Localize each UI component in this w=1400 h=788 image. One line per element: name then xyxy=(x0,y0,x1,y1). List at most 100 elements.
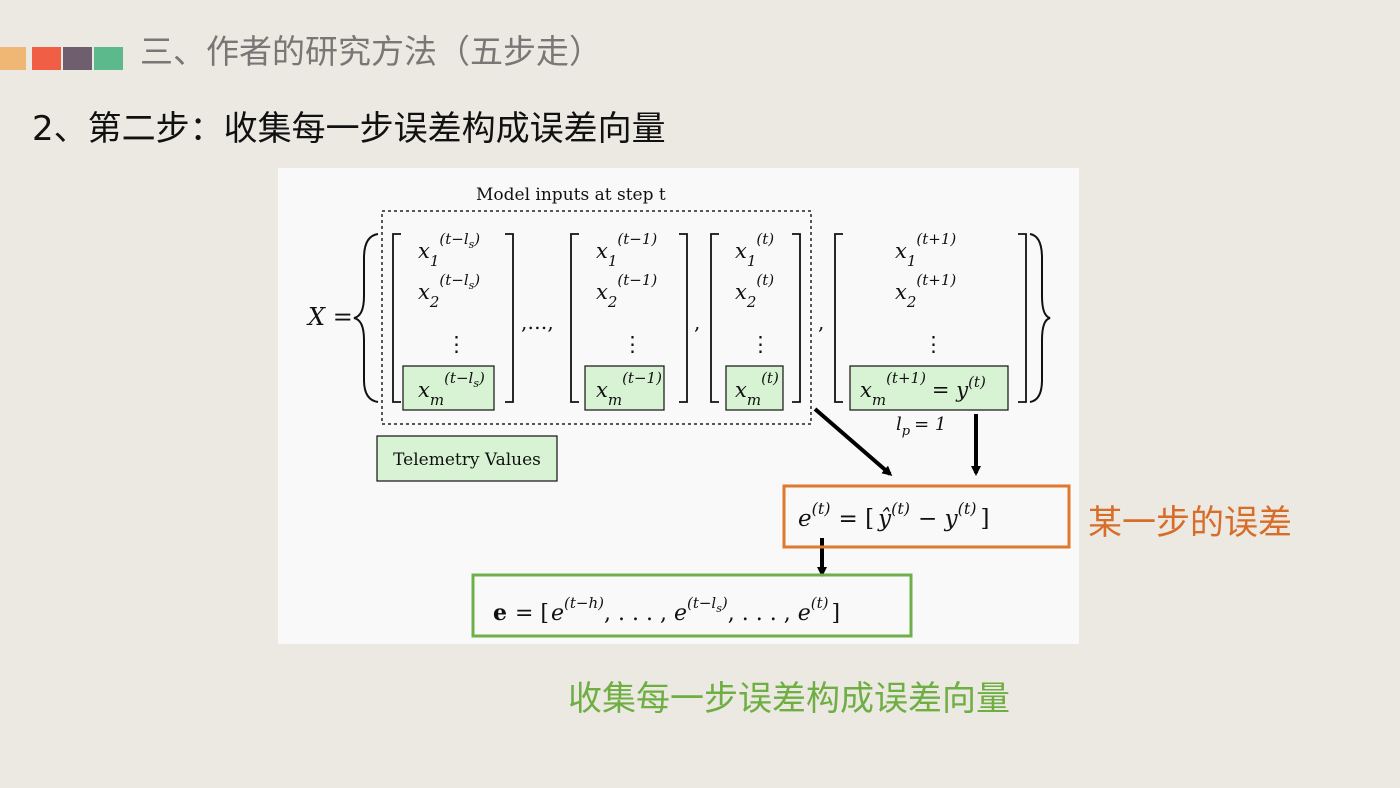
col1-entries: x1(t−ls) x2(t−ls) ⋮ xm(t−ls) xyxy=(418,230,485,409)
col4-x1: x xyxy=(895,239,907,263)
col1-x1: x xyxy=(418,239,430,263)
section-title: 三、作者的研究方法（五步走） xyxy=(140,32,602,71)
step-error-box xyxy=(782,484,1071,549)
col4-highlight-cell xyxy=(849,365,1009,411)
col3-x2-sub: 2 xyxy=(746,293,757,311)
col1-x1-sup-end: ) xyxy=(473,230,480,248)
col1-xm-sup: (t−l xyxy=(444,369,473,387)
col3-x1-sub: 1 xyxy=(747,252,757,270)
vec-sep1: , . . . , xyxy=(604,601,674,626)
err-close: ] xyxy=(981,506,990,532)
err-e-sup: (t) xyxy=(812,499,831,518)
set-right-brace xyxy=(1029,233,1051,403)
svg-text:x1(t−1): x1(t−1) xyxy=(596,230,657,270)
col1-x2-sup-end: ) xyxy=(473,271,480,289)
error-vector-caption: 收集每一步误差构成误差向量 xyxy=(568,679,1010,719)
model-inputs-box xyxy=(381,210,812,425)
svg-text:xm(t): xm(t) xyxy=(735,369,779,409)
svg-text:x2(t+1): x2 (t+1) xyxy=(895,271,956,311)
col2-xm: x xyxy=(596,378,608,402)
col3-x1: x xyxy=(735,239,747,263)
svg-text:xm(t−ls): xm(t−ls) xyxy=(418,369,485,409)
comma-separator-1: , xyxy=(694,310,700,334)
col3-right-bracket xyxy=(792,233,801,403)
col4-left-bracket xyxy=(834,233,843,403)
err-y-sup: (t) xyxy=(958,499,977,518)
err-e: e xyxy=(798,506,812,532)
vec-e1-sup: (t−h) xyxy=(564,594,604,612)
header-square-4 xyxy=(94,47,123,70)
col1-x2-sub: 2 xyxy=(429,293,440,311)
col4-y-sup: (t) xyxy=(968,373,986,391)
figure-diagram: Model inputs at step t X = ,…, , , x1(t−… xyxy=(306,185,1071,638)
x-equals: X = xyxy=(306,303,353,331)
col1-left-bracket xyxy=(392,233,401,403)
header-square-1 xyxy=(0,47,26,70)
svg-text:xm(t−1): xm(t−1) xyxy=(596,369,662,409)
vec-e3: e xyxy=(798,601,811,626)
ellipsis-separator: ,…, xyxy=(521,310,554,334)
col4-x2-sup: (t+1) xyxy=(916,271,956,289)
figure-panel: Model inputs at step t X = ,…, , , x1(t−… xyxy=(278,168,1079,644)
comma-separator-2: , xyxy=(818,310,824,334)
vec-close: ] xyxy=(831,601,840,626)
step-title: 2、第二步：收集每一步误差构成误差向量 xyxy=(32,109,666,149)
col3-x2-sup: (t) xyxy=(756,271,774,289)
col1-x2-sup-sub: s xyxy=(469,279,475,292)
step-error-equation: e(t)= [ŷ(t)− y(t)] xyxy=(798,499,990,532)
col4-xm-sub: m xyxy=(872,391,886,409)
col1-highlight-cell xyxy=(402,365,495,411)
lp-label: lp= 1 xyxy=(896,414,946,439)
col3-xm: x xyxy=(735,378,747,402)
header-square-2 xyxy=(32,47,61,70)
svg-text:x2(t−1): x2 (t−1) xyxy=(596,271,657,311)
col4-x2: x xyxy=(895,280,907,304)
set-left-brace xyxy=(353,233,379,403)
col1-x1-sub: 1 xyxy=(430,252,440,270)
vec-eq: = [ xyxy=(515,601,549,626)
telemetry-values-box xyxy=(376,435,558,482)
col3-xm-sub: m xyxy=(747,391,761,409)
svg-text:x1(t+1): x1 (t+1) xyxy=(895,230,956,270)
col3-entries: x1(t) x2(t) ⋮ xm(t) xyxy=(735,230,779,409)
vec-bold-e: e xyxy=(493,600,507,626)
col3-x1-sup: (t) xyxy=(756,230,774,248)
step-error-caption: 某一步的误差 xyxy=(1088,503,1292,543)
col1-x1-sup-sub: s xyxy=(469,238,475,251)
col2-x2-sub: 2 xyxy=(607,293,618,311)
col2-highlight-cell xyxy=(584,365,665,411)
col2-vdots: ⋮ xyxy=(622,332,643,356)
col4-entries: x1(t+1) x2(t+1) ⋮ xm(t+1)= y(t) xyxy=(860,230,986,409)
col4-x1-sup: (t+1) xyxy=(916,230,956,248)
col3-x2: x xyxy=(735,280,747,304)
vec-e3-sup: (t) xyxy=(811,594,829,612)
err-eq: = [ xyxy=(839,506,875,532)
svg-text:x2(t): x2 (t) xyxy=(735,271,774,311)
col4-xm: x xyxy=(860,378,872,402)
col2-x1-sub: 1 xyxy=(608,252,618,270)
col3-xm-sup: (t) xyxy=(761,369,779,387)
svg-text:x1(t): x1 (t) xyxy=(735,230,774,270)
col3-vdots: ⋮ xyxy=(750,332,771,356)
col2-entries: x1(t−1) x2(t−1) ⋮ xm(t−1) xyxy=(596,230,662,409)
col1-x2-sup: (t−l xyxy=(439,271,468,289)
col4-x1-sub: 1 xyxy=(907,252,917,270)
col1-xm-sup-end: ) xyxy=(478,369,485,387)
col1-x2: x xyxy=(418,280,430,304)
col1-x1-sup: (t−l xyxy=(439,230,468,248)
error-vector-equation: e= [e(t−h), . . . , e(t−ls), . . . , e(t… xyxy=(493,594,840,626)
col2-x1-sup: (t−1) xyxy=(617,230,657,248)
col2-x2-sup: (t−1) xyxy=(617,271,657,289)
col2-x2: x xyxy=(596,280,608,304)
svg-text:xm(t+1)= y(t): xm(t+1)= y(t) xyxy=(860,369,986,409)
col3-left-bracket xyxy=(710,233,719,403)
vec-e2-sup-pre: (t−l xyxy=(687,594,716,612)
col4-y-eq: = y xyxy=(932,378,969,402)
col2-right-bracket xyxy=(679,233,688,403)
header-square-3 xyxy=(63,47,92,70)
col1-right-bracket xyxy=(505,233,514,403)
col1-vdots: ⋮ xyxy=(446,332,467,356)
col2-xm-sub: m xyxy=(608,391,622,409)
vec-e1: e xyxy=(551,601,564,626)
col4-x2-sub: 2 xyxy=(906,293,917,311)
